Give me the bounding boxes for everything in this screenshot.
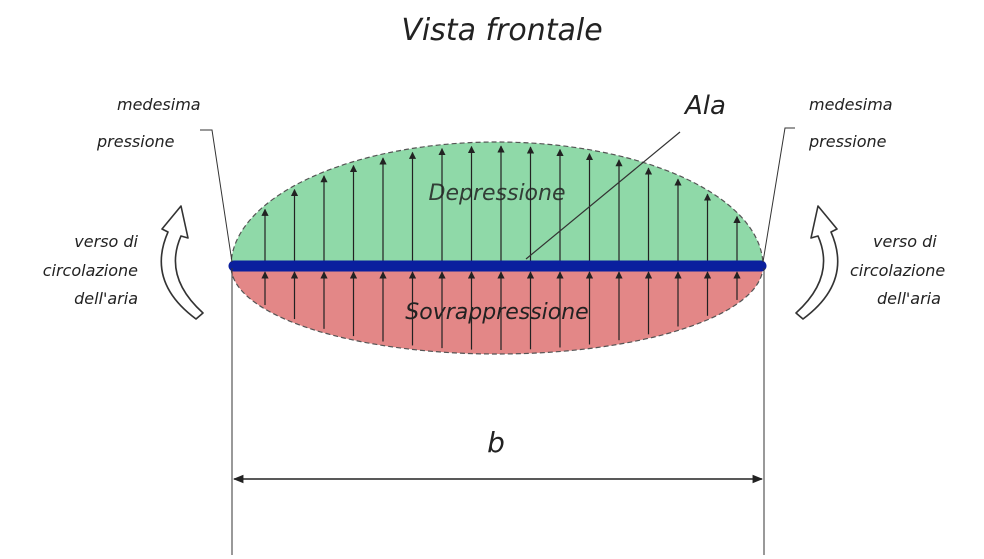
- circulation-left-line-1: verso di: [74, 232, 138, 251]
- circulation-right-line-3: dell'aria: [877, 289, 941, 308]
- overpressure-label: Sovrappressione: [405, 300, 588, 325]
- same-pressure-right-line-2: pressione: [808, 132, 887, 151]
- depression-arrows: [261, 145, 741, 262]
- same-pressure-label-right: medesima pressione: [808, 95, 893, 151]
- span-label: b: [487, 426, 505, 459]
- overpressure-region: [230, 267, 764, 355]
- same-pressure-label-left: medesima pressione: [96, 95, 201, 151]
- same-pressure-left-line-2: pressione: [96, 132, 175, 151]
- depression-label: Depressione: [429, 181, 566, 206]
- circulation-right-line-2: circolazione: [850, 261, 945, 280]
- same-pressure-leader-right: [762, 127, 795, 263]
- diagram-title: Vista frontale: [401, 13, 602, 48]
- same-pressure-leader-left: [200, 129, 233, 263]
- curved-arrow-up-icon: [795, 205, 839, 320]
- circulation-label-left: verso di circolazione dell'aria: [43, 232, 139, 308]
- circulation-right-line-1: verso di: [873, 232, 937, 251]
- curved-arrow-up-icon: [160, 205, 204, 320]
- same-pressure-left-line-1: medesima: [117, 95, 201, 114]
- circulation-left-line-2: circolazione: [43, 261, 138, 280]
- wing-leader-line: [525, 131, 681, 260]
- same-pressure-right-line-1: medesima: [809, 95, 893, 114]
- overpressure-arrows: [261, 271, 741, 350]
- circulation-left-line-3: dell'aria: [74, 289, 138, 308]
- wing-label: Ala: [683, 91, 726, 121]
- circulation-label-right: verso di circolazione dell'aria: [850, 232, 945, 308]
